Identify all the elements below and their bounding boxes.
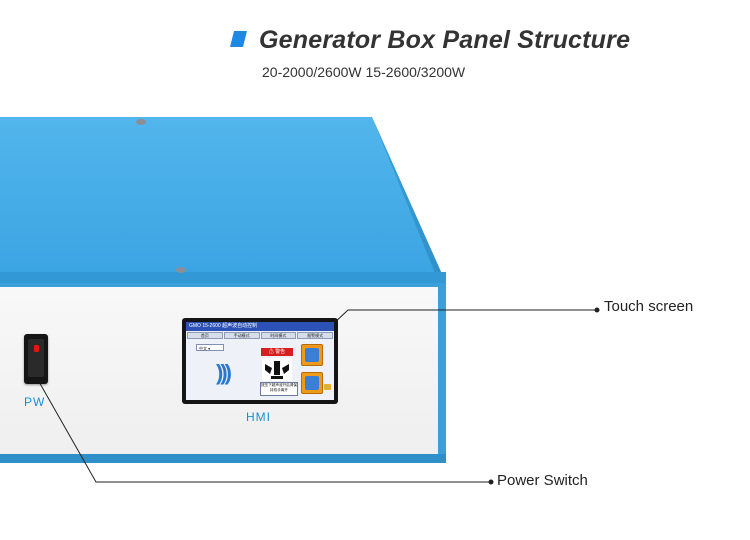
hmi-label: HMI — [246, 410, 271, 424]
hmi-tab-manual[interactable]: 手动模式 — [223, 332, 260, 339]
hmi-display[interactable]: GMO 15-2600 超声波自动控制 首页 手动模式 时间模式 报警模式 中文… — [186, 322, 334, 400]
hmi-stop-button[interactable] — [301, 372, 323, 394]
hmi-language-select[interactable]: 中文 ▾ — [196, 344, 224, 351]
screw-front — [176, 267, 186, 273]
box-bottom-edge — [0, 454, 446, 463]
hmi-titlebar: GMO 15-2600 超声波自动控制 — [186, 322, 334, 331]
screw-top — [136, 119, 146, 125]
hmi-tab-time[interactable]: 时间模式 — [260, 332, 297, 339]
power-indicator-light — [34, 345, 39, 352]
power-switch-label: PW — [24, 395, 46, 409]
box-front-frame-top — [0, 272, 446, 284]
heart-pulse-icon — [305, 348, 319, 362]
hmi-warning-badge: ⚠ 警告 — [261, 348, 293, 356]
touch-screen-callout-dot — [594, 307, 600, 313]
hmi-tab-home[interactable]: 首页 — [187, 332, 223, 339]
power-spec-subtitle: 20-2000/2600W 15-2600/3200W — [262, 64, 466, 80]
touch-screen-callout-label: Touch screen — [604, 298, 694, 315]
hmi-tab-bar: 首页 手动模式 时间模式 报警模式 — [187, 332, 333, 339]
power-switch-rocker[interactable] — [28, 339, 44, 377]
stop-icon — [305, 376, 319, 390]
power-switch-callout-line — [37, 379, 490, 483]
hmi-touch-screen[interactable]: GMO 15-2600 超声波自动控制 首页 手动模式 时间模式 报警模式 中文… — [182, 318, 338, 404]
power-switch-callout-label: Power Switch — [497, 472, 588, 489]
power-switch-callout-dot — [488, 479, 494, 485]
hmi-safety-note: 按压下超声波开启请保持双手离开 — [260, 382, 298, 396]
box-top-surface — [0, 117, 446, 283]
power-switch[interactable] — [24, 334, 48, 384]
lock-icon — [324, 384, 331, 390]
ultrasonic-wave-icon: ))) — [216, 360, 232, 385]
hand-hazard-icon — [262, 358, 292, 381]
hmi-tab-alarm[interactable]: 报警模式 — [297, 332, 333, 339]
page-title: Generator Box Panel Structure — [259, 26, 631, 54]
hmi-start-button[interactable] — [301, 344, 323, 366]
